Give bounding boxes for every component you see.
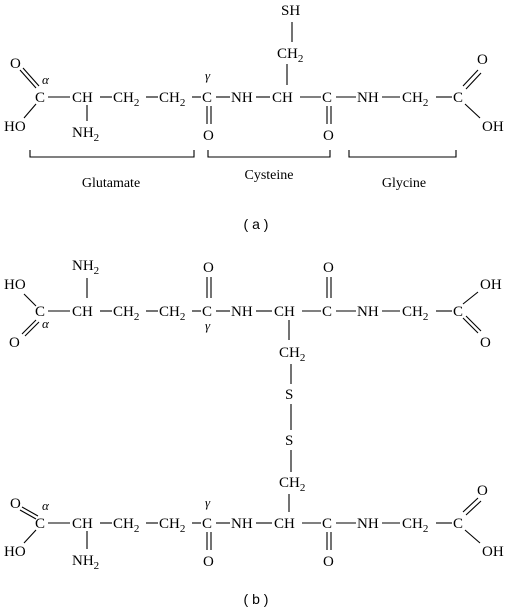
alpha-label-b2: α xyxy=(42,498,50,513)
atom-ho-a1: HO xyxy=(4,119,26,135)
atom-nh2-b2: NH2 xyxy=(72,553,99,572)
bond-c-o2-a1 xyxy=(22,67,40,87)
atom-oh-a1: OH xyxy=(482,119,504,135)
atom-o-b3: O xyxy=(323,260,334,276)
atom-c-b4: C xyxy=(453,304,463,320)
atom-ch2-a4: CH2 xyxy=(402,90,428,109)
atom-ho-b2: HO xyxy=(4,544,26,560)
atom-c-b5: C xyxy=(35,516,45,532)
atom-ch2-b8: CH2 xyxy=(402,516,428,535)
atom-nh-a2: NH xyxy=(357,90,379,106)
atom-nh2-b1: NH2 xyxy=(72,258,99,277)
atom-ch2-a3: CH2 xyxy=(277,46,303,65)
atom-ch2-a2: CH2 xyxy=(159,90,185,109)
atom-c-a1: C xyxy=(35,90,45,106)
bond-c-oh-a1 xyxy=(23,103,37,119)
alpha-label-a: α xyxy=(42,72,50,87)
atom-c-b6: C xyxy=(202,516,212,532)
atom-oh-b2: OH xyxy=(482,544,504,560)
atom-o-b8: O xyxy=(477,483,488,499)
atom-nh-a1: NH xyxy=(231,90,253,106)
atom-o-b2: O xyxy=(203,260,214,276)
atom-o-b5: O xyxy=(10,496,21,512)
atom-o-b4: O xyxy=(480,335,491,351)
bond-c-oh-b5 xyxy=(23,529,37,544)
gamma-label-a: γ xyxy=(205,68,211,83)
atom-o-a4: O xyxy=(477,52,488,68)
bond-c-o2-b5 xyxy=(21,506,39,517)
atom-ch2-b4: CH2 xyxy=(279,345,305,364)
atom-ch2-b5: CH2 xyxy=(279,475,305,494)
bond-c-o2-b4 xyxy=(465,315,482,332)
bracket-cysteine xyxy=(207,150,331,158)
region-label-glutamate: Glutamate xyxy=(82,176,140,191)
atom-o-a3: O xyxy=(323,128,334,144)
bracket-glutamate xyxy=(29,150,195,158)
atom-o-b7: O xyxy=(323,554,334,570)
panel-a: O α C HO CH NH2 CH2 CH2 γ C O NH CH CH2 … xyxy=(4,3,504,232)
atom-o-b1: O xyxy=(9,335,20,351)
atom-ch2-b1: CH2 xyxy=(113,304,139,323)
caption-a: ( a ) xyxy=(244,216,269,232)
atom-ch-b2: CH xyxy=(274,304,295,320)
atom-o-a1: O xyxy=(10,56,21,72)
panel-b: NH2 HO C α O CH CH2 CH2 O C γ NH CH O C … xyxy=(4,258,504,607)
atom-ch-a1: CH xyxy=(72,90,93,106)
bond-c-oh-b1 xyxy=(462,291,479,305)
bond-c-o2-b1 xyxy=(24,321,40,337)
bond-c-o-b5 xyxy=(19,509,37,520)
caption-b: ( b ) xyxy=(244,591,269,607)
atom-c-b8: C xyxy=(453,516,463,532)
atom-nh-b2: NH xyxy=(357,304,379,320)
gamma-label-b1: γ xyxy=(205,318,211,333)
atom-ch2-b7: CH2 xyxy=(159,516,185,535)
atom-c-b7: C xyxy=(322,516,332,532)
atom-s-b2: S xyxy=(285,433,293,449)
atom-nh-b3: NH xyxy=(231,516,253,532)
alpha-label-b1: α xyxy=(42,316,50,331)
atom-c-a2: C xyxy=(202,90,212,106)
atom-ch-b3: CH xyxy=(72,516,93,532)
bond-c-o-a1 xyxy=(19,69,37,89)
bond-c-o2-b8 xyxy=(465,500,482,516)
atom-s-b1: S xyxy=(285,387,293,403)
bond-c-o-a4 xyxy=(462,69,479,87)
atom-ho-b1: HO xyxy=(4,277,26,293)
atom-ch-a2: CH xyxy=(272,90,293,106)
atom-c-b3: C xyxy=(322,304,332,320)
atom-ch-b4: CH xyxy=(274,516,295,532)
atom-c-a3: C xyxy=(322,90,332,106)
atom-oh-b1: OH xyxy=(480,277,502,293)
gamma-label-b2: γ xyxy=(205,495,211,510)
bond-c-oh-b8 xyxy=(464,529,481,544)
bracket-glycine xyxy=(348,150,457,158)
atom-o-a2: O xyxy=(203,128,214,144)
bond-c-o-b4 xyxy=(462,317,479,334)
bond-oh-c-b1 xyxy=(23,293,37,307)
bond-c-o-b1 xyxy=(21,319,37,335)
region-label-cysteine: Cysteine xyxy=(245,168,294,183)
atom-c-b1: C xyxy=(35,304,45,320)
atom-nh-b4: NH xyxy=(357,516,379,532)
region-label-glycine: Glycine xyxy=(382,176,426,191)
atom-c-b2: C xyxy=(202,304,212,320)
atom-ch2-b2: CH2 xyxy=(159,304,185,323)
atom-sh-a1: SH xyxy=(281,3,300,19)
atom-o-b6: O xyxy=(203,554,214,570)
atom-ch2-a1: CH2 xyxy=(113,90,139,109)
atom-ch2-b3: CH2 xyxy=(402,304,428,323)
atom-c-a4: C xyxy=(453,90,463,106)
atom-ch2-b6: CH2 xyxy=(113,516,139,535)
atom-nh-b1: NH xyxy=(231,304,253,320)
atom-nh2-a1: NH2 xyxy=(72,125,99,144)
bond-c-o2-a4 xyxy=(465,72,482,90)
bond-c-oh-a4 xyxy=(464,103,481,119)
atom-ch-b1: CH xyxy=(72,304,93,320)
bond-c-o-b8 xyxy=(462,497,479,513)
